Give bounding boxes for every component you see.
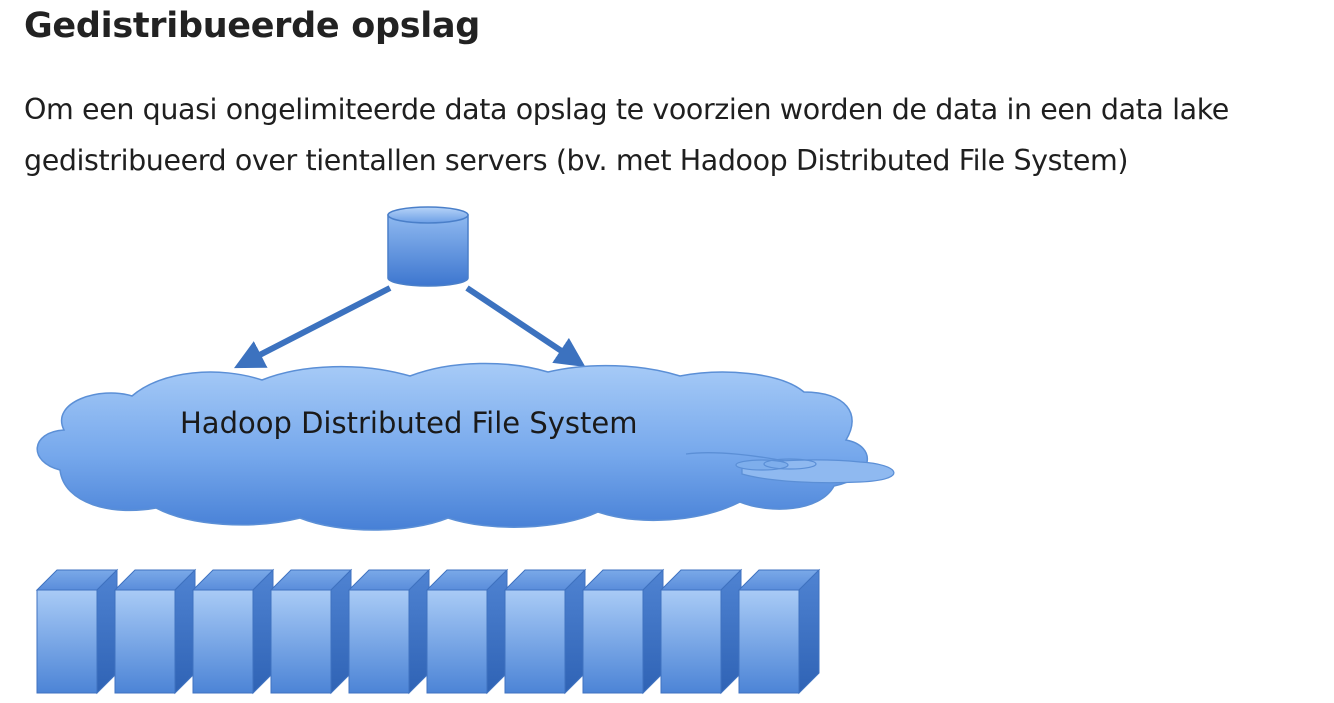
- database-icon: [387, 206, 469, 287]
- server-block: [191, 568, 275, 695]
- server-block: [269, 568, 353, 695]
- server-block: [425, 568, 509, 695]
- server-block: [113, 568, 197, 695]
- server-block: [659, 568, 743, 695]
- arrow-right: [465, 285, 586, 367]
- server-block: [35, 568, 119, 695]
- server-block: [347, 568, 431, 695]
- hdfs-cloud: Hadoop Distributed File System: [36, 362, 895, 531]
- server-block: [581, 568, 665, 695]
- arrow-left: [233, 285, 392, 369]
- server-row: [35, 568, 821, 695]
- server-block: [503, 568, 587, 695]
- cloud-label: Hadoop Distributed File System: [180, 406, 637, 440]
- server-block: [737, 568, 821, 695]
- hdfs-diagram: Hadoop Distributed File System: [35, 206, 895, 695]
- intro-paragraph: Om een quasi ongelimiteerde data opslag …: [24, 93, 1229, 177]
- page-title: Gedistribueerde opslag: [24, 6, 481, 46]
